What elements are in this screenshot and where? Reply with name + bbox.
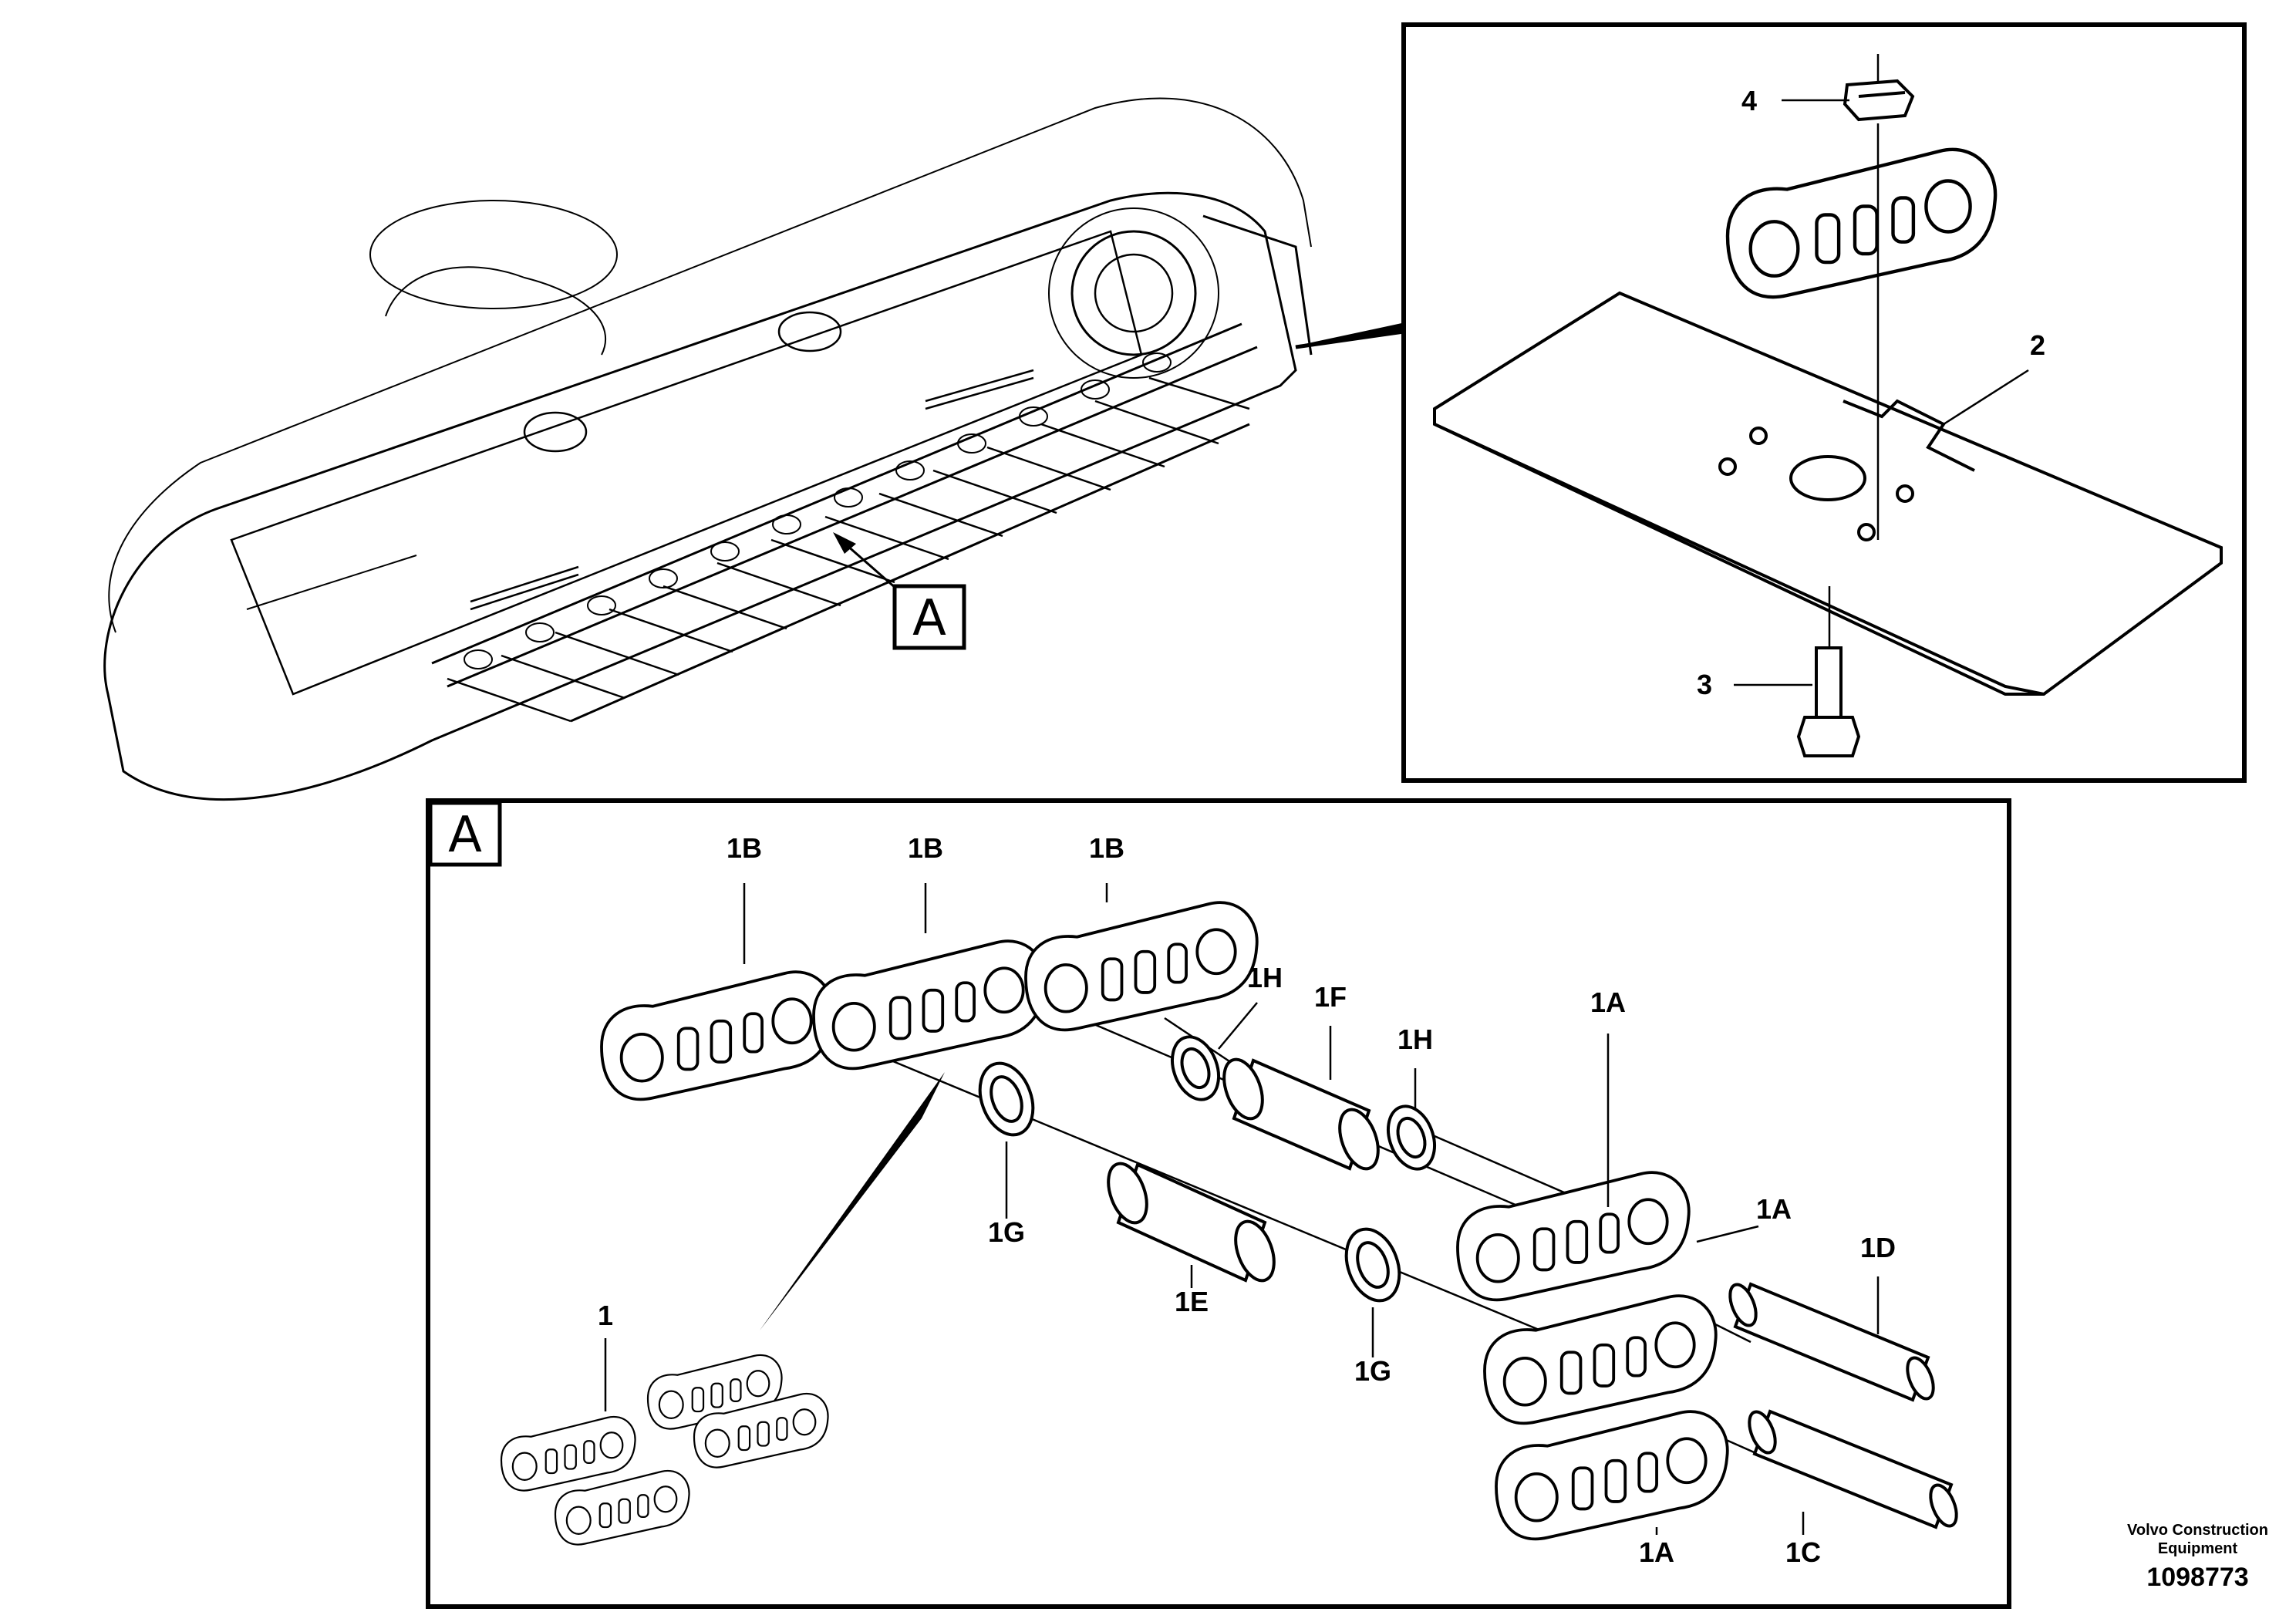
seal-1h-right: [1387, 1104, 1436, 1171]
label-nut: 4: [1741, 85, 1757, 116]
label-bushing-1f: 1F: [1314, 981, 1347, 1013]
label-link-1a-top: 1A: [1590, 986, 1626, 1018]
main-view-callout: A: [892, 584, 966, 650]
detail-leaders: [604, 883, 1880, 1535]
label-seal-1h-right: 1H: [1397, 1023, 1433, 1055]
detail-a-marker: A: [448, 807, 482, 864]
main-view-callout-letter: A: [912, 590, 946, 647]
bushing-1f: [1222, 1057, 1380, 1171]
track-shoe: [1433, 291, 2223, 696]
label-link-1b-right: 1B: [1089, 832, 1124, 864]
inset-axis-lines: [1828, 54, 1880, 648]
footer-block: Volvo Construction Equipment 1098773: [2127, 1521, 2268, 1593]
seal-1h-top: [1171, 1035, 1220, 1101]
label-link-1b-left: 1B: [727, 832, 762, 864]
label-link-1a-mid: 1A: [1756, 1193, 1792, 1225]
inset-leaders: [1734, 99, 2029, 686]
label-pin-1d: 1D: [1860, 1232, 1896, 1263]
document-number: 1098773: [2146, 1563, 2249, 1592]
label-seal-1h-top: 1H: [1247, 962, 1283, 993]
pin-1d: [1728, 1282, 1935, 1402]
bushing-1e: [1107, 1162, 1276, 1283]
label-link-1a-bottom: 1A: [1639, 1536, 1674, 1568]
seal-1g-left: [978, 1061, 1035, 1137]
label-bolt: 3: [1697, 669, 1712, 700]
label-chain-assembly: 1: [598, 1300, 613, 1331]
label-bushing-1e: 1E: [1175, 1286, 1209, 1317]
detail-pointer: [760, 1072, 945, 1330]
brand-line-1: Volvo Construction: [2127, 1522, 2268, 1539]
label-seal-1g-left: 1G: [988, 1216, 1025, 1248]
bolt: [1796, 646, 1861, 757]
seal-1g-bottom: [1344, 1227, 1401, 1303]
label-link-1b-mid: 1B: [908, 832, 943, 864]
label-track-shoe: 2: [2030, 329, 2045, 361]
label-seal-1g-bottom: 1G: [1354, 1355, 1391, 1387]
undercarriage-view: [103, 97, 1405, 801]
nut: [1843, 79, 1915, 122]
pin-1c: [1748, 1409, 1958, 1529]
brand-line-2: Equipment: [2157, 1540, 2238, 1557]
label-pin-1c: 1C: [1785, 1536, 1821, 1568]
